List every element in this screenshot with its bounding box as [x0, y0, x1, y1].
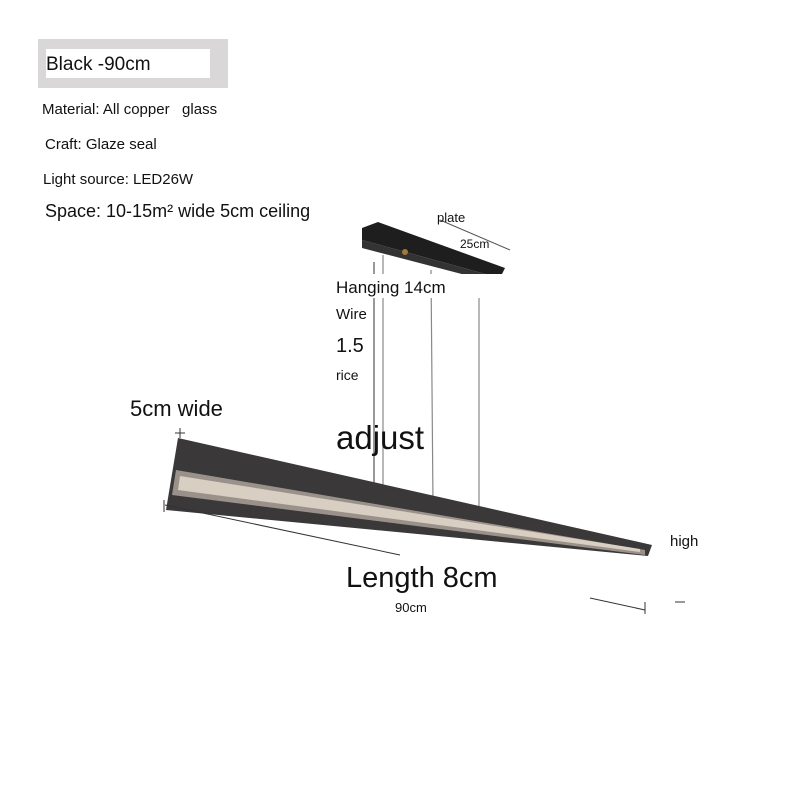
- variant-label-box: Black -90cm: [38, 39, 228, 88]
- light-bar: [166, 438, 652, 556]
- spec-space: Space: 10-15m² wide 5cm ceiling: [45, 201, 311, 221]
- wire-label: Wire: [336, 306, 367, 323]
- spec-material: Material: All copper glass: [42, 101, 218, 118]
- adjust-label: adjust: [336, 419, 425, 456]
- plate-dimension-line: [439, 219, 511, 251]
- spec-craft: Craft: Glaze seal: [45, 136, 157, 153]
- wire-value: 1.5: [336, 335, 364, 357]
- dimension-marks: [163, 428, 685, 614]
- width-label: 5cm wide: [130, 396, 223, 421]
- ceiling-plate: [362, 222, 505, 284]
- spec-light-source: Light source: LED26W: [43, 171, 194, 188]
- plate-length-label: 25cm: [460, 237, 490, 251]
- plate-label: plate: [437, 210, 466, 225]
- length-value: 90cm: [395, 600, 427, 615]
- hanging-label: Hanging 14cm: [336, 278, 446, 297]
- hanging-label-backdrop: [333, 274, 563, 298]
- rice-label: rice: [336, 367, 359, 383]
- length-label: Length 8cm: [346, 562, 498, 594]
- high-label: high: [670, 533, 699, 550]
- variant-label: Black -90cm: [46, 54, 151, 75]
